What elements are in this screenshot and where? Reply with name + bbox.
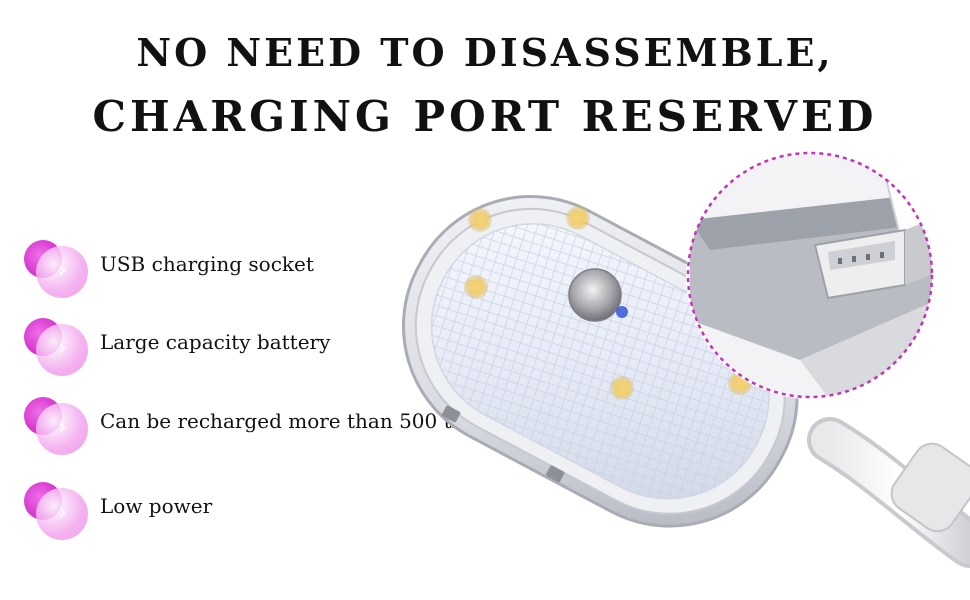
feature-item-recharge: › Can be recharged more than 500 times: [22, 393, 502, 455]
feature-label: Low power: [100, 494, 213, 518]
usb-cable: [807, 417, 970, 568]
headline-line-2: CHARGING PORT RESERVED: [92, 92, 878, 141]
product-illustration: [401, 151, 970, 568]
chevron-right-icon: ›: [58, 500, 67, 525]
chevron-right-icon: ›: [58, 258, 67, 283]
chevron-right-icon: ›: [58, 415, 67, 440]
feature-label: USB charging socket: [100, 252, 314, 276]
feature-label: Can be recharged more than 500 times: [100, 409, 500, 433]
feature-label: Large capacity battery: [100, 330, 331, 354]
feature-item-battery: › Large capacity battery: [22, 314, 502, 376]
feature-item-low-power: › Low power: [22, 478, 502, 540]
feature-item-usb: › USB charging socket: [22, 236, 502, 298]
chevron-right-icon: ›: [58, 336, 67, 361]
bullet-icon: ›: [22, 478, 92, 540]
bullet-icon: ›: [22, 393, 92, 455]
bullet-icon: ›: [22, 314, 92, 376]
bullet-icon: ›: [22, 236, 92, 298]
headline-line-1: NO NEED TO DISASSEMBLE,: [136, 30, 834, 75]
